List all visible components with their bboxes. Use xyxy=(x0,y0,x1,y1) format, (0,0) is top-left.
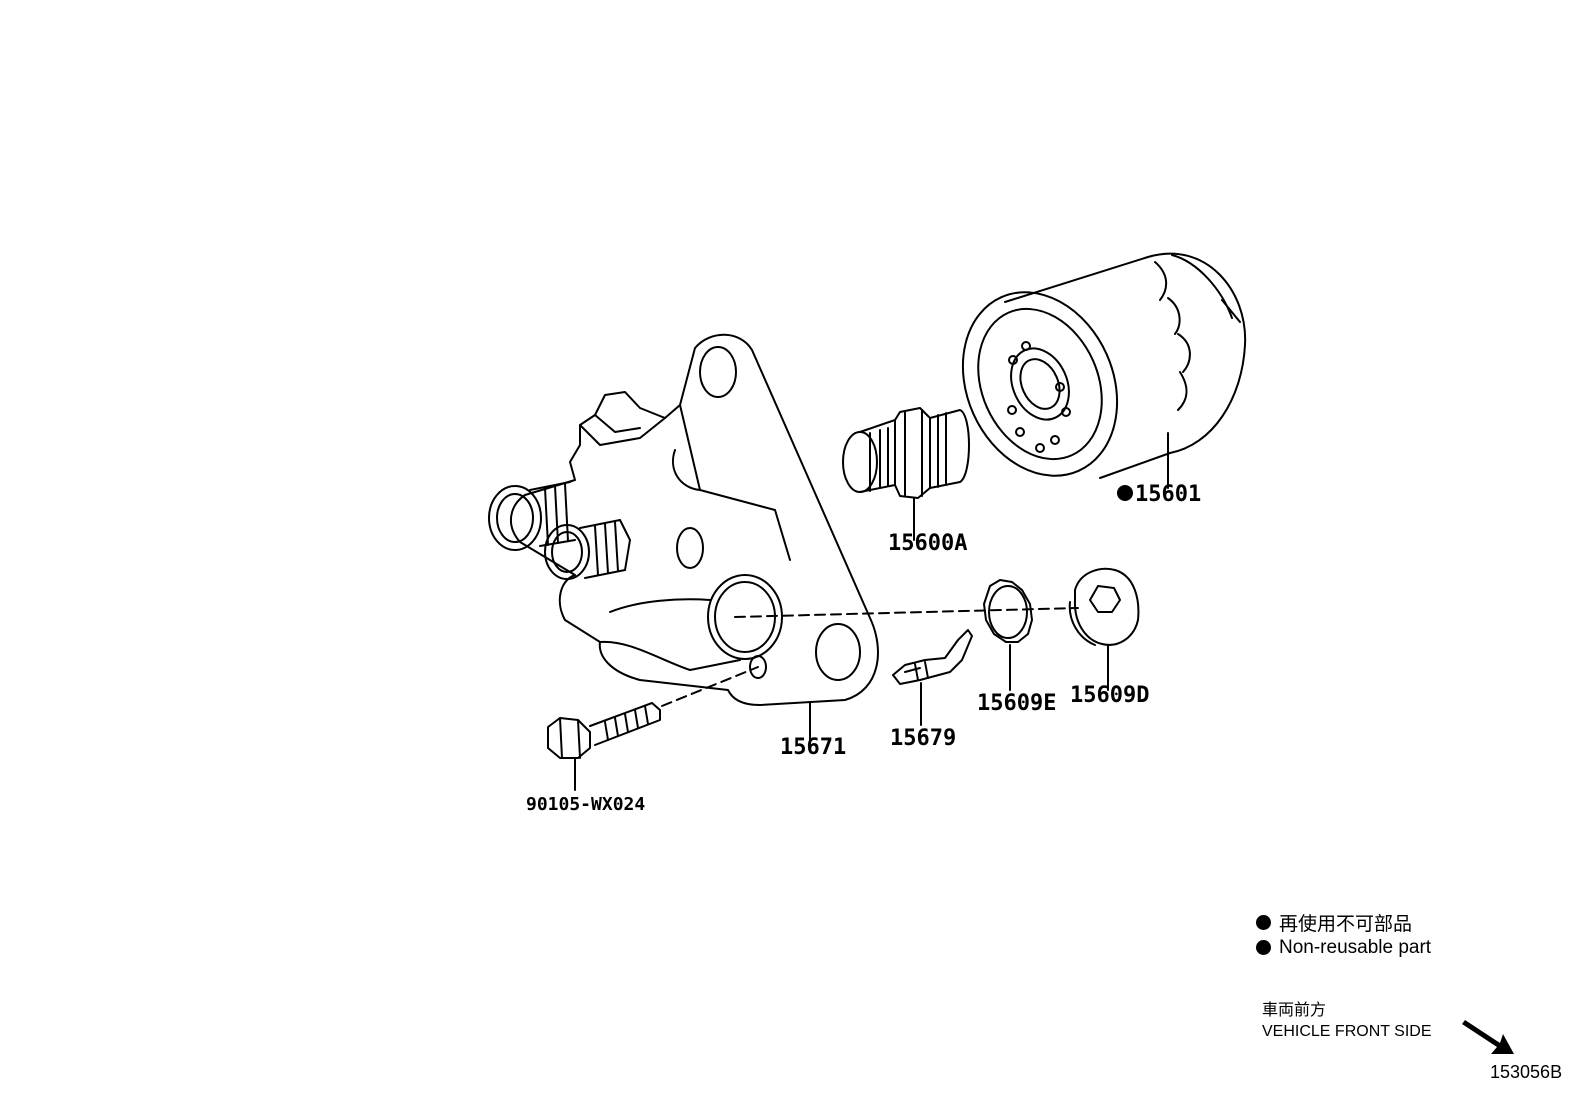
non-reusable-dot-icon xyxy=(1117,485,1133,501)
part-number-15609d: 15609D xyxy=(1070,683,1149,708)
part-number-15601: 15601 xyxy=(1135,482,1201,507)
legend-row-jp: 再使用不可部品 xyxy=(1256,910,1431,935)
bracket-drawing xyxy=(488,333,879,741)
diagram-id: 153056B xyxy=(1490,1062,1563,1082)
arrow-down-right-icon xyxy=(1462,1020,1514,1054)
legend-label-en: Non-reusable part xyxy=(1279,936,1432,958)
bolt-drawing xyxy=(547,702,661,791)
union-fitting-drawing xyxy=(842,407,970,541)
oil-filter-drawing xyxy=(961,252,1247,489)
part-number-15600a: 15600A xyxy=(888,531,967,556)
clip-drawing xyxy=(892,629,973,726)
plug-drawing xyxy=(1068,567,1140,691)
vehicle-front-jp: 車両前方 xyxy=(1262,1002,1327,1019)
filled-circle-icon xyxy=(1256,940,1271,955)
part-number-15609e: 15609E xyxy=(977,691,1056,716)
legend: 再使用不可部品 Non-reusable part xyxy=(1256,910,1431,960)
legend-row-en: Non-reusable part xyxy=(1256,935,1431,960)
assembly-line-bolt xyxy=(661,666,759,707)
part-number-15671: 15671 xyxy=(780,735,846,760)
part-number-90105-wx024: 90105-WX024 xyxy=(526,794,645,815)
part-number-15679: 15679 xyxy=(890,726,956,751)
gasket-drawing xyxy=(983,579,1033,691)
legend-label-jp: 再使用不可部品 xyxy=(1279,914,1413,935)
assembly-line-plug xyxy=(734,607,1079,618)
vehicle-front-en: VEHICLE FRONT SIDE xyxy=(1262,1023,1432,1040)
filled-circle-icon xyxy=(1256,915,1271,930)
vehicle-front-label: 車両前方 VEHICLE FRONT SIDE xyxy=(1262,1000,1432,1042)
